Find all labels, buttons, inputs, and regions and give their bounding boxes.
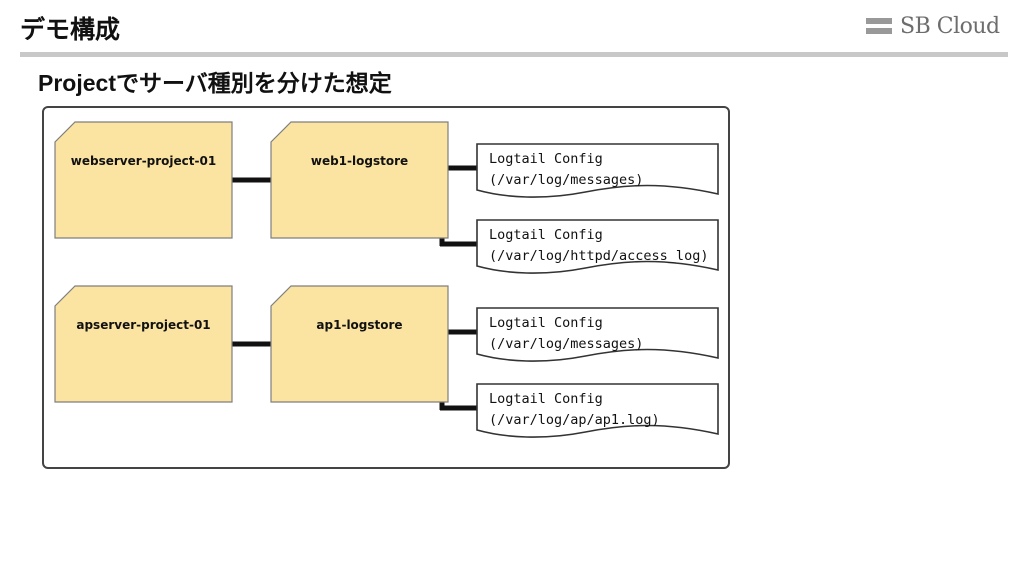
- logtail-config-doc: [476, 307, 719, 362]
- config-path: (/var/log/messages): [489, 336, 643, 352]
- page-title: デモ構成: [20, 15, 121, 44]
- slide-subtitle: Projectでサーバ種別を分けた想定: [38, 70, 392, 96]
- logtail-config-doc: [476, 219, 719, 274]
- logo-mark-icon: [866, 18, 892, 34]
- config-path: (/var/log/ap/ap1.log): [489, 412, 660, 428]
- logstore-name: ap1-logstore: [316, 318, 402, 332]
- logo-text: SB Cloud: [900, 13, 1000, 39]
- project-name: webserver-project-01: [71, 154, 216, 168]
- config-title: Logtail Config: [489, 151, 603, 167]
- config-title: Logtail Config: [489, 315, 603, 331]
- config-path: (/var/log/messages): [489, 172, 643, 188]
- header-divider: [20, 52, 1008, 57]
- diagram-frame: [42, 106, 730, 469]
- config-path: (/var/log/httpd/access_log): [489, 248, 708, 264]
- project-box: [54, 285, 233, 403]
- logtail-config-doc: [476, 143, 719, 198]
- logstore-box: [270, 121, 449, 239]
- logstore-name: web1-logstore: [311, 154, 408, 168]
- project-box: [54, 121, 233, 239]
- config-title: Logtail Config: [489, 227, 603, 243]
- project-name: apserver-project-01: [76, 318, 210, 332]
- config-title: Logtail Config: [489, 391, 603, 407]
- logtail-config-doc: [476, 383, 719, 438]
- logstore-box: [270, 285, 449, 403]
- sb-cloud-logo: SB Cloud: [866, 12, 1000, 40]
